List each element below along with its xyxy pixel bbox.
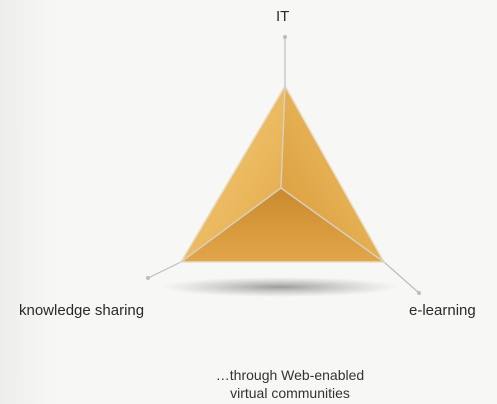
- diagram-caption: …through Web-enabled virtual communities: [170, 366, 410, 402]
- pyramid-edge-apex: [280, 85, 286, 189]
- axis-endpoint-top: [283, 35, 287, 39]
- pyramid-face-right: [281, 86, 384, 262]
- pyramid-outline: [179, 85, 386, 263]
- pyramid-shadow: [162, 277, 398, 297]
- axis-endpoint-left: [146, 276, 150, 280]
- caption-line-1: …through Web-enabled: [215, 367, 365, 383]
- axis-endpoint-right: [417, 291, 421, 295]
- vertex-label-it: IT: [276, 8, 290, 25]
- axis-line-right: [383, 261, 420, 294]
- pyramid-edge-right: [280, 187, 385, 263]
- caption-line-2: virtual communities: [230, 385, 350, 401]
- axis-line-left: [147, 261, 182, 279]
- background-shade: [0, 0, 60, 404]
- vertex-label-knowledge-sharing: knowledge sharing: [19, 302, 145, 319]
- pyramid-edge-left: [180, 187, 282, 263]
- pyramid-face-bottom: [181, 188, 384, 262]
- vertex-label-e-learning: e-learning: [409, 302, 476, 319]
